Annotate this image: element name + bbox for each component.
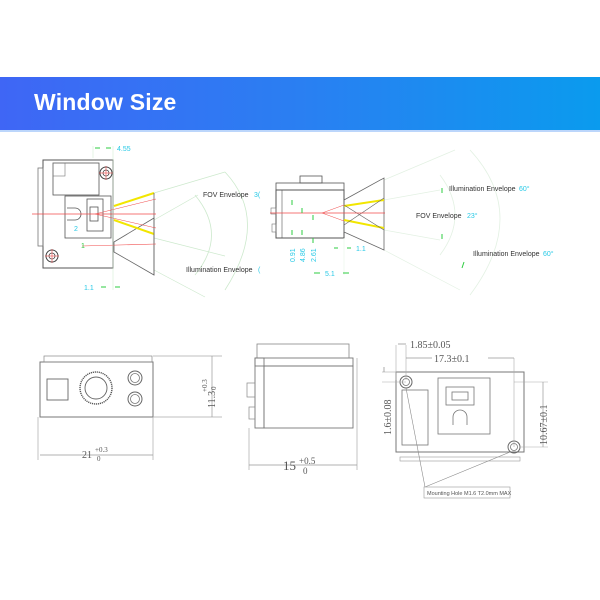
illumination-envelope-bottom-value: 60°	[543, 250, 554, 258]
dim-width-tol-plus: +0.3	[95, 446, 108, 454]
dim-2-61: 2.61	[311, 248, 318, 262]
dim-height-11-3: 11.3	[207, 391, 218, 408]
fov-envelope-right-label: FOV Envelope	[416, 213, 462, 220]
dim-width-21: 21	[82, 450, 92, 461]
top-right-view: 0.91 4.86 2.61 1.1 5.1 Illumination Enve…	[270, 149, 554, 296]
fov-envelope-label: FOV Envelope	[203, 192, 249, 199]
dim-inner-1: 1	[81, 243, 85, 250]
dim-5-1: 5.1	[325, 271, 335, 278]
banner-divider	[0, 130, 600, 132]
dim-inner-2: 2	[74, 226, 78, 233]
illumination-envelope-top-label: Illumination Envelope	[449, 186, 516, 193]
illumination-envelope-top-value: 60°	[519, 185, 530, 193]
mounting-hole-note: Mounting Hole M1.6 T2.0mm MAX	[427, 491, 512, 497]
dim-hole-spacing-17-3: 17.3±0.1	[434, 354, 470, 365]
dim-4-86: 4.86	[300, 248, 307, 262]
dim-depth-tol-plus: +0.5	[299, 456, 316, 466]
dim-height-tol-plus: +0.3	[201, 379, 209, 392]
page-title: Window Size	[34, 89, 177, 115]
dim-offset-1-85: 1.85±0.05	[410, 340, 451, 351]
dim-width-tol-minus: 0	[97, 455, 101, 463]
top-left-view: 4.55 1.1 2 1 FOV Envelope 3( Illuminatio…	[32, 146, 261, 298]
dim-4-55: 4.55	[117, 146, 131, 153]
dim-vertical-1-6: 1.6±0.08	[383, 400, 394, 436]
illumination-envelope-bottom-label: Illumination Envelope	[473, 251, 540, 258]
header-banner: Window Size	[0, 77, 600, 130]
side-view: 15 +0.5 0	[246, 343, 358, 476]
fov-envelope-value: 3(	[254, 192, 261, 199]
dim-depth-15: 15	[283, 458, 296, 473]
illumination-envelope-value: (	[258, 267, 261, 274]
dim-depth-tol-minus: 0	[303, 466, 308, 476]
dim-vertical-10-67: 10.67±0.1	[539, 405, 550, 446]
dim-1-1-right: 1.1	[356, 246, 366, 253]
fov-envelope-right-value: 23°	[467, 212, 478, 220]
dim-0-91: 0.91	[290, 248, 297, 262]
dim-height-tol-minus: 0	[210, 386, 218, 390]
rear-view: 1.85±0.05 17.3±0.1 1.6±0.08 10.67±0.1 Mo…	[382, 340, 550, 499]
illumination-envelope-label: Illumination Envelope	[186, 267, 253, 274]
front-view: 21 +0.3 0 11.3 +0.3 0	[37, 355, 222, 463]
dim-1-1-left: 1.1	[84, 285, 94, 292]
